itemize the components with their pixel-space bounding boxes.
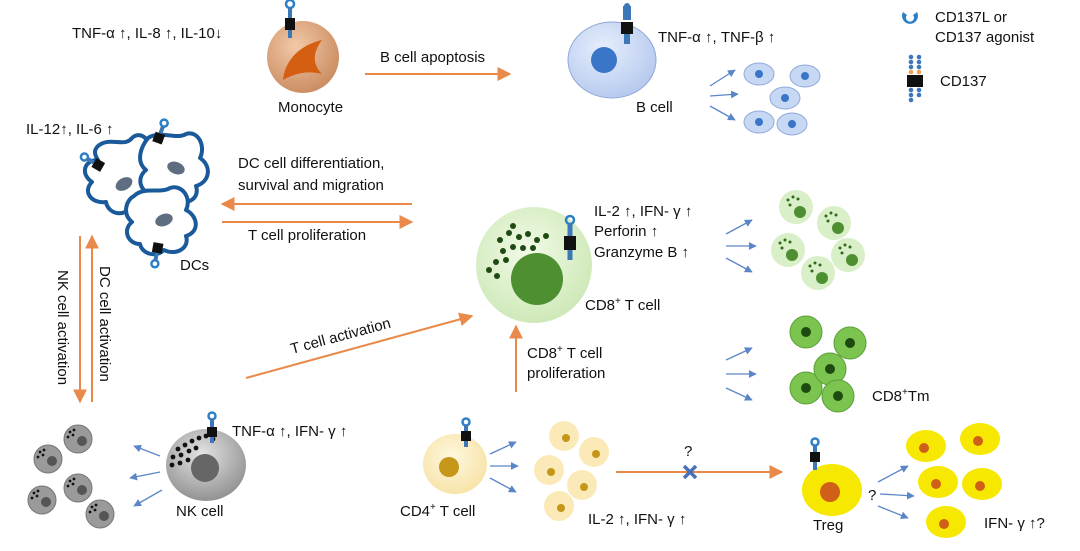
cd8-t-cell-group: IL-2 ↑, IFN- γ ↑ Perforin ↑ Granzyme B ↑… — [476, 190, 865, 323]
nk-activation-label: NK cell activation — [54, 270, 71, 385]
t-cell-activation-arrow — [245, 312, 474, 379]
dc-receptor-icon-2 — [152, 118, 169, 145]
dcs-label: DCs — [180, 257, 209, 274]
dc-receptor-icon-1 — [79, 152, 106, 172]
dc-nucleus-1 — [115, 177, 133, 191]
monocyte-group: TNF-α ↑, IL-8 ↑, IL-10↓ Monocyte — [72, 0, 343, 116]
b-cell-group: TNF-α ↑, TNF-β ↑ B cell — [567, 3, 821, 136]
treg-prolif-arrow-1 — [877, 465, 909, 483]
monocyte-label: Monocyte — [278, 99, 343, 116]
b-cell-progeny — [743, 62, 821, 136]
b-cell-nucleus — [591, 47, 617, 73]
b-prolif-arrow-1 — [709, 69, 736, 87]
treg-label: Treg — [813, 517, 843, 534]
legend-receptor-label: CD137 — [940, 73, 987, 90]
b-prolif-arrow-3 — [709, 105, 736, 121]
cd8-nucleus — [511, 253, 563, 305]
nk-nucleus — [191, 454, 219, 482]
cd8-prolif-arrow-1 — [725, 219, 753, 235]
tm-cells — [789, 315, 867, 413]
b-cell-label: B cell — [636, 99, 673, 116]
dc-nucleus-3 — [155, 213, 173, 227]
treg-cytokines: IFN- γ ↑? — [984, 515, 1045, 532]
dcs-cytokines: IL-12↑, IL-6 ↑ — [26, 121, 114, 138]
b-cell-apoptosis-label: B cell apoptosis — [380, 49, 485, 66]
nk-cytokines: TNF-α ↑, IFN- γ ↑ — [232, 423, 347, 440]
cd8-proliferation-line2: proliferation — [527, 365, 605, 382]
b-cell-receptor-icon — [621, 3, 633, 44]
b-cell-cytokines: TNF-α ↑, TNF-β ↑ — [658, 29, 775, 46]
nk-prolif-arrow-3 — [133, 489, 163, 507]
monocyte-nucleus — [283, 40, 322, 80]
legend: CD137L or CD137 agonist CD137 — [902, 9, 1035, 103]
legend-ligand-label-line1: CD137L or — [935, 9, 1007, 26]
cd8-t-cell-label: CD8+ T cell — [585, 296, 660, 314]
cd4-receptor-icon — [461, 417, 471, 447]
dc-receptor-icon-3 — [150, 242, 164, 269]
dc-activation-label: DC cell activation — [96, 266, 113, 382]
treg-prolif-arrow-3 — [877, 505, 909, 520]
dc-differentiation-line1: DC cell differentiation, — [238, 155, 384, 172]
monocyte-receptor-icon — [284, 0, 296, 38]
dc-differentiation-line2: survival and migration — [238, 177, 384, 194]
cd137-receptor-icon — [907, 54, 923, 103]
nk-prolif-arrow-2 — [129, 471, 161, 481]
cd4-t-cell-group: CD4+ T cell IL-2 ↑, IFN- γ ↑ — [400, 417, 686, 528]
cd8-granules — [486, 223, 549, 279]
nk-cell-label: NK cell — [176, 503, 224, 520]
cd8-proliferation-line1: CD8+ T cell — [527, 344, 602, 362]
legend-ligand-label-line2: CD137 agonist — [935, 29, 1035, 46]
cd4-t-cell-label: CD4+ T cell — [400, 502, 475, 520]
nk-cell-group: TNF-α ↑, IFN- γ ↑ NK cell — [27, 411, 347, 529]
cd4-progeny — [534, 421, 609, 521]
nk-progeny — [27, 424, 115, 529]
inhibition-x-icon — [682, 464, 698, 480]
cd4-prolif-arrow-3 — [489, 477, 517, 493]
b-prolif-arrow-2 — [709, 90, 739, 99]
cd8-effects-line1: IL-2 ↑, IFN- γ ↑ — [594, 203, 692, 220]
treg-progeny — [906, 423, 1002, 538]
t-cell-proliferation-label: T cell proliferation — [248, 227, 366, 244]
treg-nucleus — [820, 482, 840, 502]
cd8-effects-line3: Granzyme B ↑ — [594, 244, 689, 261]
tm-arrow-3 — [725, 387, 753, 401]
cd4-prolif-arrow-1 — [489, 441, 517, 455]
cd8-effects-line2: Perforin ↑ — [594, 223, 658, 240]
monocyte-cytokines: TNF-α ↑, IL-8 ↑, IL-10↓ — [72, 25, 222, 42]
treg-receptor-icon — [810, 437, 820, 470]
cd4-treg-question: ? — [684, 443, 692, 460]
treg-group: Treg ? IFN- γ ↑? — [802, 423, 1045, 538]
dcs-group: IL-12↑, IL-6 ↑ DCs — [26, 118, 210, 274]
cd8-tm-label: CD8+Tm — [872, 387, 930, 405]
cd8-receptor-icon — [564, 214, 576, 260]
dc-nucleus-2 — [167, 161, 185, 175]
cd137l-agonist-icon — [902, 12, 918, 24]
cd8-prolif-arrow-3 — [725, 257, 753, 273]
cd8-tm-group: CD8+Tm — [725, 315, 930, 413]
treg-prolif-arrow-2 — [879, 491, 915, 500]
tm-arrow-1 — [725, 347, 753, 361]
cd4-cytokines: IL-2 ↑, IFN- γ ↑ — [588, 511, 686, 528]
nk-receptor-icon — [207, 411, 217, 443]
cd8-progeny — [771, 190, 865, 290]
cd4-nucleus — [439, 457, 459, 477]
nk-prolif-arrow-1 — [133, 444, 161, 457]
treg-question: ? — [868, 487, 876, 504]
